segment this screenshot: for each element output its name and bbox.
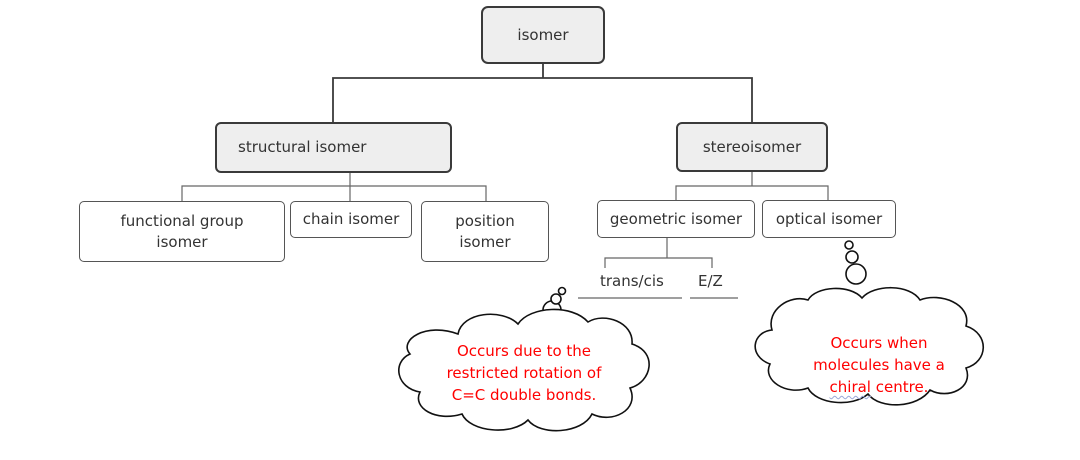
connector-root [332, 64, 753, 122]
bubble-dot-small-left [557, 286, 567, 296]
connector-geometric [604, 238, 713, 268]
node-stereoisomer: stereoisomer [676, 122, 828, 172]
callout-optical-chiral: chiral [829, 378, 871, 396]
subtype-trans-cis: trans/cis [600, 272, 664, 290]
node-chain-isomer: chain isomer [290, 201, 412, 238]
node-optical-isomer: optical isomer [762, 200, 896, 238]
node-stereoisomer-label: stereoisomer [702, 137, 802, 156]
bubble-dot-mid-left [550, 293, 562, 305]
node-position-isomer: position isomer [421, 201, 549, 262]
connector-structural [181, 173, 487, 201]
callout-optical-text-start: Occurs when molecules have a [813, 334, 945, 374]
node-geometric-isomer-label: geometric isomer [609, 209, 743, 228]
node-chain-isomer-label: chain isomer [302, 210, 400, 228]
node-structural-isomer: structural isomer [215, 122, 452, 173]
node-functional-group-isomer-label: functional group isomer [120, 211, 244, 251]
node-isomer-label: isomer [517, 25, 569, 44]
callout-optical-text: Occurs when molecules have a chiral cent… [772, 310, 986, 398]
subtype-ez: E/Z [698, 272, 723, 290]
cloud-optical [754, 287, 984, 406]
cloud-geometric [398, 308, 650, 432]
node-position-isomer-label: position isomer [455, 211, 515, 251]
callout-optical-text-end: centre. [870, 378, 929, 396]
node-geometric-isomer: geometric isomer [597, 200, 755, 238]
callout-geometric-text: Occurs due to the restricted rotation of… [446, 342, 602, 404]
node-structural-isomer-label: structural isomer [238, 138, 367, 156]
node-optical-isomer-label: optical isomer [775, 209, 883, 228]
node-functional-group-isomer: functional group isomer [79, 201, 285, 262]
bubble-dot-small-right [844, 240, 854, 250]
connector-stereo [675, 172, 829, 200]
node-isomer: isomer [481, 6, 605, 64]
bubble-dot-large-right [845, 263, 867, 285]
bubble-dot-mid-right [845, 250, 859, 264]
